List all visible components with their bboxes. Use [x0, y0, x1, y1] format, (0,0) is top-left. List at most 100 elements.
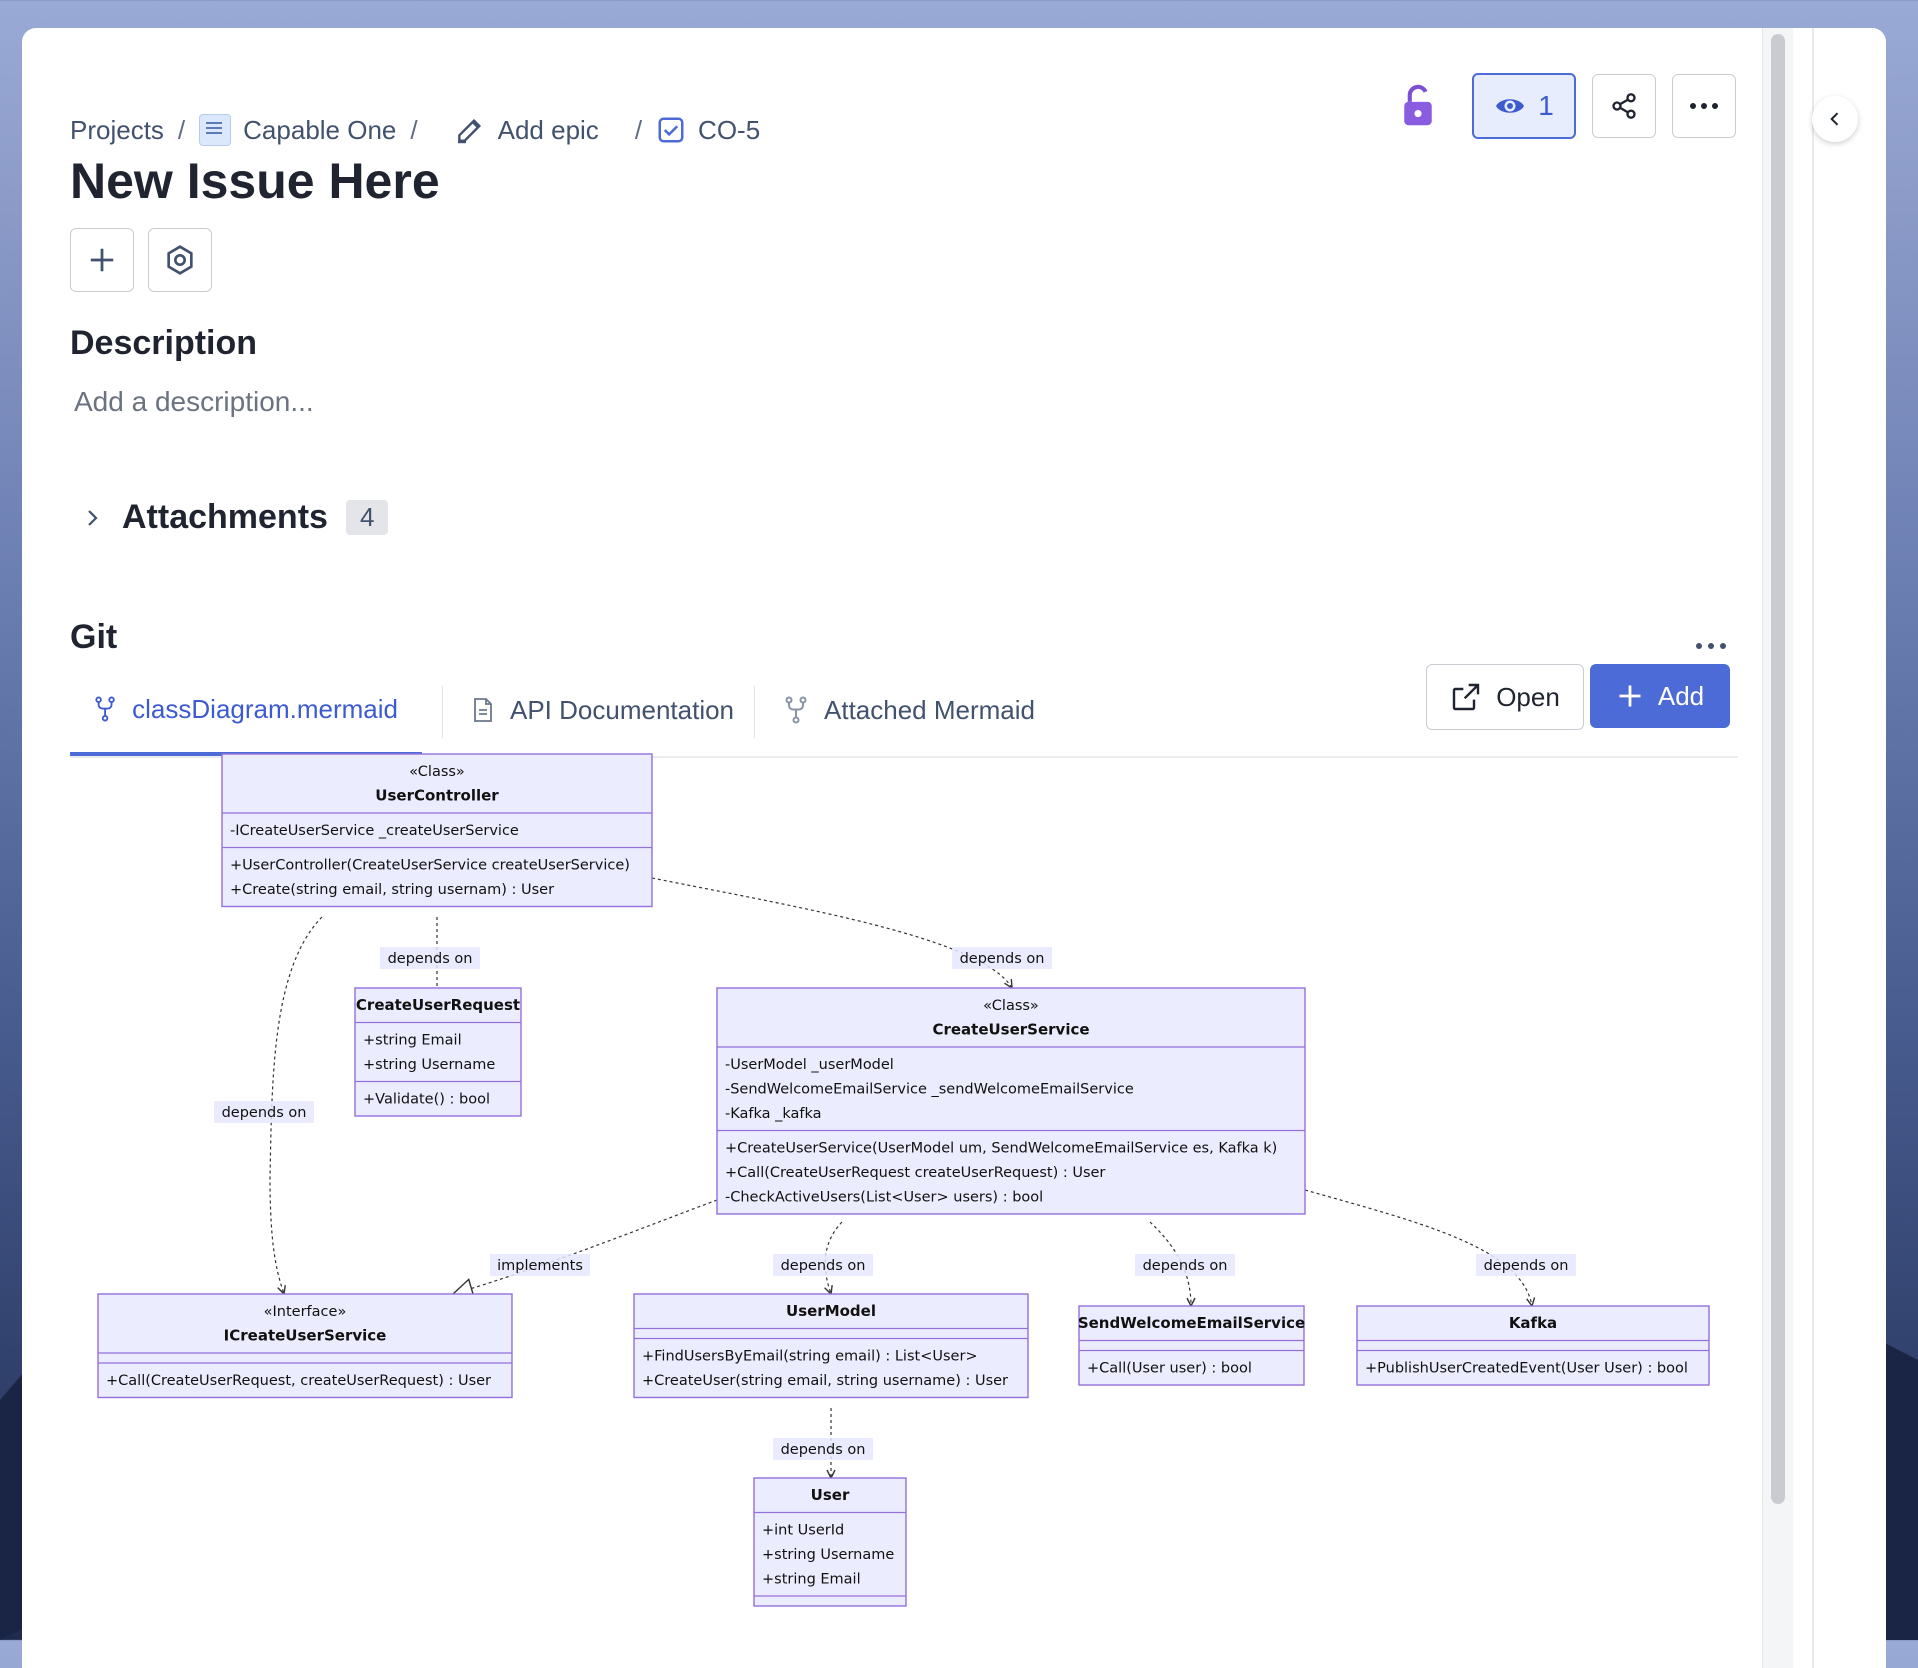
class-field: -Kafka _kafka: [725, 1106, 822, 1122]
diagram-edges: depends on depends on depends on implements…: [214, 877, 1576, 1480]
open-button[interactable]: Open: [1426, 664, 1584, 730]
class-box: [97, 1293, 513, 1399]
class-field: -SendWelcomeEmailService _sendWelcomeEma…: [725, 1082, 1134, 1098]
class-method: +Call(CreateUserRequest, createUserReque…: [106, 1373, 491, 1389]
class-field: +string Email: [762, 1572, 861, 1588]
relation-label: implements: [497, 1258, 583, 1274]
relation-label-bg: [1476, 1254, 1576, 1276]
class-node[interactable]: User+int UserId+string Username+string E…: [753, 1477, 907, 1607]
class-stereotype: «Interface»: [264, 1304, 347, 1320]
relation-label-bg: [773, 1254, 873, 1276]
breadcrumb-projects[interactable]: Projects: [70, 114, 164, 145]
class-box: [221, 753, 653, 908]
issue-toolbar: 1: [1398, 73, 1736, 139]
class-method: +Create(string email, string usernam) : …: [230, 882, 554, 898]
class-node[interactable]: «Interface» ICreateUserService +Call(Creat…: [97, 1293, 513, 1399]
git-more-button[interactable]: [1694, 638, 1728, 656]
class-field: -UserModel _userModel: [725, 1057, 894, 1073]
ellipsis-icon: [1690, 103, 1718, 109]
watch-button[interactable]: 1: [1472, 73, 1576, 139]
plus-icon: [1619, 685, 1641, 707]
more-options-button[interactable]: [1672, 74, 1736, 138]
class-name: CreateUserService: [932, 1021, 1089, 1039]
share-icon: [1612, 93, 1636, 119]
unlock-icon: [1404, 84, 1432, 126]
tab-attached-mermaid[interactable]: Attached Mermaid: [760, 666, 1059, 754]
relation-edge: depends on: [773, 1408, 873, 1480]
add-button[interactable]: [70, 228, 134, 292]
breadcrumb-separator: /: [410, 114, 418, 145]
edit-icon: [457, 118, 481, 144]
chevron-left-icon: [1830, 112, 1839, 126]
class-name: Kafka: [1509, 1314, 1557, 1332]
relation-label-bg: [490, 1254, 590, 1276]
add-file-button[interactable]: Add: [1590, 664, 1730, 728]
class-name: UserController: [375, 787, 499, 805]
relation-edge: depends on: [1304, 1189, 1576, 1308]
class-node[interactable]: CreateUserRequest +string Email +string Us…: [354, 987, 522, 1117]
class-name: UserModel: [786, 1302, 876, 1320]
share-button[interactable]: [1592, 74, 1656, 138]
class-box: [1078, 1305, 1305, 1386]
class-field: +string Email: [363, 1033, 462, 1049]
class-box: [1356, 1305, 1710, 1386]
external-link-icon: [1452, 683, 1480, 711]
breadcrumb-project[interactable]: Capable One: [199, 114, 396, 146]
class-name: CreateUserRequest: [356, 996, 520, 1014]
class-method: +Call(CreateUserRequest createUserReques…: [725, 1165, 1105, 1181]
settings-button[interactable]: [148, 228, 212, 292]
relation-line: [1149, 1221, 1196, 1308]
class-node[interactable]: «Class»CreateUserService-UserModel _user…: [716, 987, 1306, 1215]
plus-icon: [90, 248, 114, 272]
branch-icon: [785, 696, 807, 724]
issue-title[interactable]: New Issue Here: [70, 153, 440, 209]
relation-label: depends on: [1484, 1258, 1569, 1274]
class-node[interactable]: Kafka+PublishUserCreatedEvent(User User)…: [1356, 1305, 1710, 1386]
class-method: -CheckActiveUsers(List<User> users) : bo…: [725, 1190, 1043, 1206]
relation-label-bg: [952, 947, 1052, 969]
relation-edge: depends on: [1135, 1221, 1235, 1308]
watch-count: 1: [1538, 90, 1554, 121]
attachments-toggle[interactable]: Attachments 4: [80, 498, 389, 537]
attachments-count: 4: [345, 500, 389, 535]
class-node[interactable]: «Class»UserController-ICreateUserService…: [221, 753, 653, 908]
class-name: ICreateUserService: [224, 1327, 387, 1345]
relation-edge: depends on: [651, 877, 1052, 990]
relation-edge: depends on: [214, 916, 323, 1296]
relation-line: [1304, 1189, 1536, 1308]
scrollbar-thumb[interactable]: [1771, 34, 1785, 1504]
side-panel: [1812, 28, 1886, 1668]
breadcrumb-separator: /: [177, 114, 186, 145]
memo-icon: [199, 114, 232, 146]
class-box: [354, 987, 522, 1117]
class-box: [716, 987, 1306, 1215]
lock-button[interactable]: [1398, 80, 1438, 132]
relation-line: [451, 1199, 718, 1299]
class-method: +UserController(CreateUserService create…: [230, 858, 630, 874]
relation-label: depends on: [1143, 1258, 1228, 1274]
class-field: +string Username: [762, 1547, 894, 1563]
collapse-panel-button[interactable]: [1812, 96, 1858, 142]
vertical-scrollbar[interactable]: [1762, 28, 1793, 1668]
attachments-heading: Attachments: [122, 498, 328, 536]
relation-line: [651, 877, 1013, 990]
relation-label: depends on: [388, 951, 473, 967]
description-input[interactable]: Add a description...: [74, 386, 314, 417]
class-field: +string Username: [363, 1057, 495, 1073]
relation-label-bg: [214, 1101, 314, 1123]
tab-api-documentation[interactable]: API Documentation: [448, 666, 758, 754]
relation-label: depends on: [222, 1105, 307, 1121]
class-box: [633, 1293, 1029, 1399]
breadcrumb-issue[interactable]: CO-5: [656, 115, 760, 146]
class-method: +FindUsersByEmail(string email) : List<U…: [642, 1349, 978, 1365]
breadcrumb-add-epic[interactable]: Add epic: [454, 114, 599, 146]
issue-card: Projects / Capable One / Add epic / CO-5: [22, 28, 1886, 1668]
hexagon-settings-icon: [167, 245, 193, 275]
class-node[interactable]: SendWelcomeEmailService+Call(User user) …: [1078, 1305, 1305, 1386]
class-field: -ICreateUserService _createUserService: [230, 823, 519, 839]
class-method: +CreateUser(string email, string usernam…: [642, 1373, 1008, 1389]
relation-label: depends on: [781, 1442, 866, 1458]
chevron-right-icon: [88, 509, 98, 526]
ellipsis-icon: [1696, 643, 1726, 649]
class-node[interactable]: UserModel +FindUsersByEmail(string email)…: [633, 1293, 1029, 1399]
